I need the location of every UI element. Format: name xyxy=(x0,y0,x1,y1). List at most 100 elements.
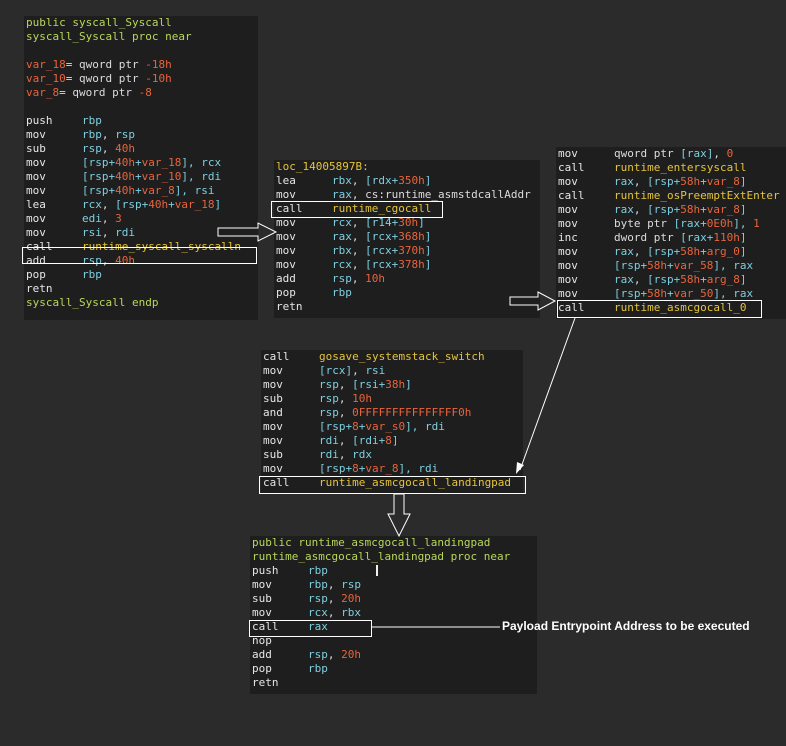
operand: [rsp+ xyxy=(647,273,681,286)
operand: var_s0 xyxy=(365,420,406,433)
operand: , xyxy=(633,273,648,286)
operand: rsi xyxy=(194,184,215,197)
operand: rax xyxy=(614,175,634,188)
code-line[interactable]: mov[rsp+58h+var_50], rax xyxy=(558,287,786,301)
code-line[interactable]: public syscall_Syscall xyxy=(26,16,258,30)
operand: + xyxy=(135,156,142,169)
code-line[interactable]: var_18= qword ptr -18h xyxy=(26,58,258,72)
code-line[interactable]: mov[rsp+58h+var_58], rax xyxy=(558,259,786,273)
operand: ] xyxy=(418,216,425,229)
operand: + xyxy=(667,259,674,272)
code-line[interactable]: runtime_asmcgocall_landingpad proc near xyxy=(252,550,537,564)
code-line[interactable]: retn xyxy=(276,300,540,314)
code-line[interactable]: mov[rsp+40h+var_8], rsi xyxy=(26,184,258,198)
mnemonic: mov xyxy=(558,147,578,160)
mnemonic: call xyxy=(276,202,303,215)
operand: arg_8 xyxy=(706,273,740,286)
code-line[interactable]: syscall_Syscall endp xyxy=(26,296,258,310)
code-line[interactable]: syscall_Syscall proc near xyxy=(26,30,258,44)
code-line[interactable]: mov[rcx], rsi xyxy=(263,364,523,378)
operand: 350h xyxy=(398,174,425,187)
code-line[interactable]: nop xyxy=(252,634,537,648)
operand: , xyxy=(338,448,353,461)
mnemonic: pop xyxy=(26,268,46,281)
code-line[interactable]: mov[rsp+8+var_8], rdi xyxy=(263,462,523,476)
mnemonic: retn xyxy=(26,282,53,295)
operand: -8 xyxy=(138,86,152,99)
operand: -18h xyxy=(145,58,172,71)
code-line[interactable]: mov[rsp+8+var_s0], rdi xyxy=(263,420,523,434)
mnemonic: mov xyxy=(263,420,283,433)
code-line[interactable]: var_8= qword ptr -8 xyxy=(26,86,258,100)
code-line[interactable]: retn xyxy=(26,282,258,296)
operand: [rsp+ xyxy=(82,156,116,169)
operand: gosave_systemstack_switch xyxy=(319,350,485,363)
code-line[interactable]: retn xyxy=(252,676,537,690)
mnemonic: mov xyxy=(26,226,46,239)
operand: ] xyxy=(391,434,399,447)
code-line[interactable]: var_10= qword ptr -10h xyxy=(26,72,258,86)
operand: [rax+ xyxy=(680,231,714,244)
code-line[interactable]: mov[rsp+40h+var_10], rdi xyxy=(26,170,258,184)
operand: rax xyxy=(614,273,634,286)
operand: rdi xyxy=(319,434,339,447)
operand: , xyxy=(327,606,342,619)
operand: + xyxy=(358,462,366,475)
code-line[interactable]: loc_14005897B: xyxy=(276,160,540,174)
operand: cs:runtime_asmstdcallAddr xyxy=(365,188,531,201)
operand: 8 xyxy=(385,434,392,447)
operand: , xyxy=(101,212,116,225)
code-line[interactable]: public runtime_asmcgocall_landingpad xyxy=(252,536,537,550)
operand: rcx xyxy=(82,198,102,211)
code-line[interactable]: mov[rsp+40h+var_18], rcx xyxy=(26,156,258,170)
operand: [rsp+ xyxy=(647,203,681,216)
